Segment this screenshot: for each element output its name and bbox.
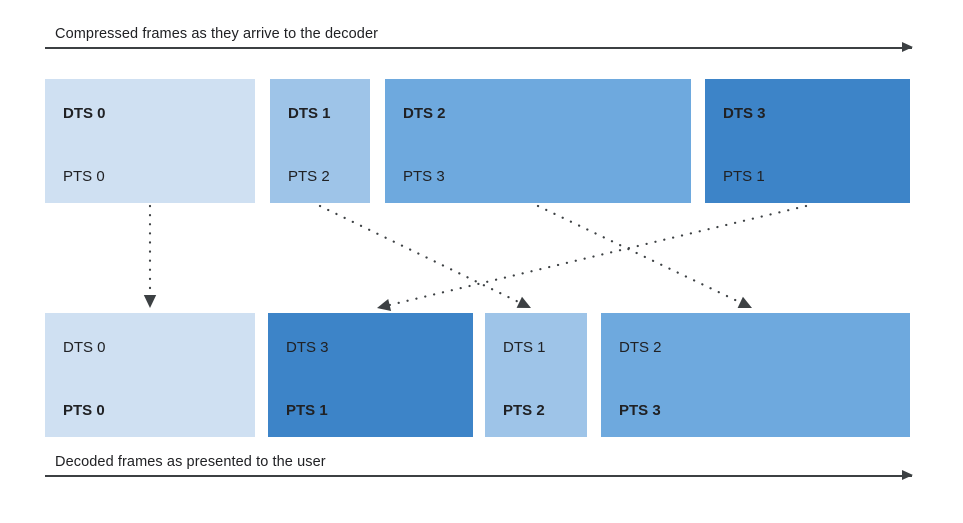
map-dts2-to-pts3 — [536, 204, 752, 309]
frame-dts-label: DTS 2 — [619, 339, 662, 356]
arrowhead-icon — [737, 296, 752, 309]
frame-box-c1: DTS 1 PTS 2 — [270, 79, 370, 203]
frame-dts-label: DTS 1 — [503, 339, 546, 356]
frame-pts-label: PTS 0 — [63, 168, 105, 185]
frame-box-d2: DTS 1 PTS 2 — [485, 313, 587, 437]
frame-dts-label: DTS 2 — [403, 105, 446, 122]
map-dts0-to-pts0 — [143, 204, 157, 308]
frame-box-c2: DTS 2 PTS 3 — [385, 79, 691, 203]
arrowhead-icon — [143, 295, 157, 308]
frame-dts-label: DTS 0 — [63, 105, 106, 122]
frame-box-d1: DTS 3 PTS 1 — [268, 313, 473, 437]
frame-pts-label: PTS 1 — [723, 168, 765, 185]
frame-dts-label: DTS 1 — [288, 105, 331, 122]
frame-box-c0: DTS 0 PTS 0 — [45, 79, 255, 203]
frame-dts-label: DTS 0 — [63, 339, 106, 356]
frame-pts-label: PTS 1 — [286, 402, 328, 419]
presentation-timeline-line — [45, 475, 912, 477]
decoded-frames-caption: Decoded frames as presented to the user — [55, 454, 326, 470]
presentation-timeline-axis — [45, 470, 913, 481]
frame-pts-label: PTS 2 — [503, 402, 545, 419]
frame-box-d3: DTS 2 PTS 3 — [601, 313, 910, 437]
frame-box-c3: DTS 3 PTS 1 — [705, 79, 910, 203]
arrowhead-icon — [516, 296, 531, 308]
arrival-timeline-line — [45, 47, 912, 49]
arrival-timeline-axis — [45, 42, 913, 53]
frame-pts-label: PTS 0 — [63, 402, 105, 419]
compressed-frames-caption: Compressed frames as they arrive to the … — [55, 26, 379, 42]
frame-box-d0: DTS 0 PTS 0 — [45, 313, 255, 437]
frame-pts-label: PTS 3 — [619, 402, 661, 419]
dotted-connector-line — [385, 204, 808, 307]
frame-dts-label: DTS 3 — [723, 105, 766, 122]
arrow-right-icon — [902, 470, 913, 480]
frame-pts-label: PTS 2 — [288, 168, 330, 185]
dotted-connector-line — [318, 204, 524, 305]
frame-pts-label: PTS 3 — [403, 168, 445, 185]
map-dts3-to-pts1 — [377, 204, 808, 312]
map-dts1-to-pts2 — [318, 204, 531, 308]
frame-dts-label: DTS 3 — [286, 339, 329, 356]
arrowhead-icon — [377, 298, 392, 312]
arrow-right-icon — [902, 42, 913, 52]
dotted-connector-line — [536, 204, 745, 305]
